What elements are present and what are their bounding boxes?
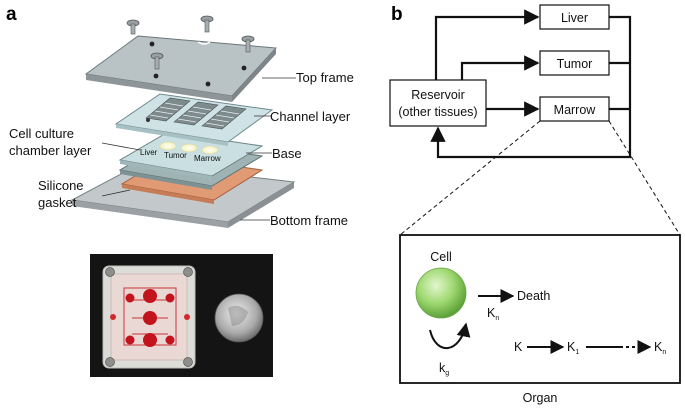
- label-silicone-line2: gasket: [38, 195, 77, 210]
- organ-box-tumor: [539, 50, 610, 76]
- reservoir-box: [389, 79, 487, 127]
- liver-chamber-glow: [159, 141, 177, 151]
- chamber-label-marrow: Marrow: [194, 154, 221, 163]
- flow-arrow-to-tumor: [460, 55, 540, 80]
- device-photo: [90, 254, 273, 377]
- organ-caption: Organ: [523, 391, 558, 405]
- photo-chamber-dot: [165, 293, 175, 303]
- label-base: Base: [272, 146, 302, 161]
- label-cell-culture-line1: Cell culture: [9, 126, 74, 141]
- chamber-label-tumor: Tumor: [164, 151, 187, 160]
- organ-box-liver: [539, 4, 610, 30]
- device-exploded-view: Liver Tumor Marrow: [70, 15, 296, 228]
- death-label: Death: [517, 289, 550, 303]
- panel-label-a: a: [6, 4, 17, 25]
- organ-label-liver: Liver: [561, 11, 588, 25]
- organ-label-marrow: Marrow: [554, 103, 597, 117]
- panel-label-b: b: [391, 4, 403, 25]
- return-flow-collector: [430, 15, 632, 159]
- cell-icon: [415, 267, 467, 319]
- label-bottom-frame: Bottom frame: [270, 213, 348, 228]
- label-channel-layer: Channel layer: [270, 109, 351, 124]
- transit-k-mid: K1: [567, 340, 579, 356]
- label-silicone-line1: Silicone: [38, 178, 84, 193]
- transit-k-end: Kn: [654, 340, 666, 356]
- chamber-label-liver: Liver: [140, 148, 158, 157]
- screw-icon: [150, 52, 164, 70]
- pk-flow-diagram: Reservoir (other tissues) Liver Tumor Ma…: [389, 4, 681, 405]
- photo-chamber-dot: [143, 311, 157, 325]
- tumor-chamber-glow: [180, 143, 198, 153]
- flow-arrow-to-liver: [434, 9, 540, 80]
- photo-chamber-dot: [143, 289, 157, 303]
- label-top-frame: Top frame: [296, 70, 354, 85]
- reservoir-label-line1: Reservoir: [411, 88, 465, 102]
- zoom-lines: [399, 120, 681, 236]
- screw-icon: [200, 15, 214, 33]
- screw-icon: [241, 35, 255, 53]
- photo-chamber-dot: [165, 335, 175, 345]
- photo-chamber-dot: [125, 293, 135, 303]
- transit-k-start: K: [514, 340, 523, 354]
- growth-arrow: [429, 322, 471, 349]
- cell-label: Cell: [430, 250, 452, 264]
- leader-lines: [101, 77, 296, 221]
- screw-icon: [126, 19, 140, 35]
- bottom-frame-edge: [72, 200, 228, 228]
- death-rate-label: Kn: [487, 306, 499, 322]
- photo-chamber-dot: [143, 333, 157, 347]
- organ-label-tumor: Tumor: [557, 57, 593, 71]
- growth-rate-label: kg: [439, 361, 449, 377]
- label-cell-culture-line2: chamber layer: [9, 143, 92, 158]
- reservoir-label-line2: (other tissues): [398, 105, 477, 119]
- marrow-chamber-glow: [201, 145, 219, 155]
- photo-chamber-dot: [125, 335, 135, 345]
- serpentine-channels: [145, 97, 247, 130]
